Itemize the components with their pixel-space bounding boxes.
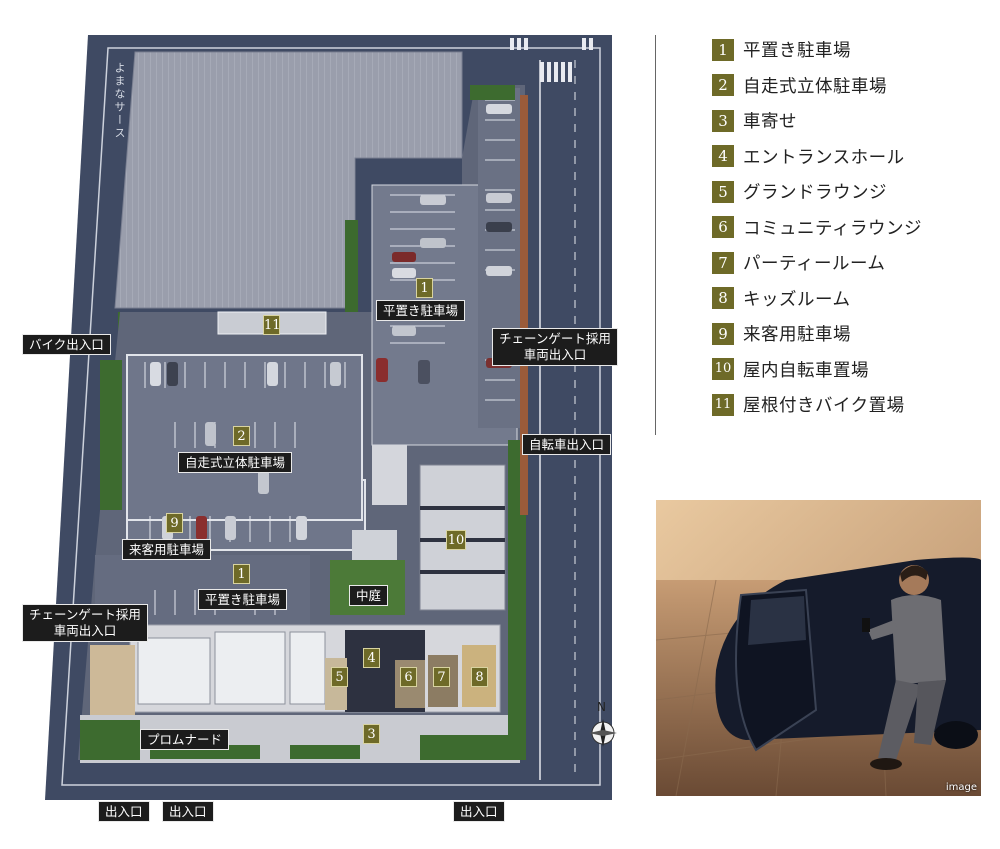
label-entrance-1: 出入口 <box>98 801 150 822</box>
legend-number: 7 <box>712 251 734 274</box>
map-marker-11: 11 <box>263 315 281 335</box>
map-marker-6: 6 <box>400 667 417 687</box>
legend-text: 屋根付きバイク置場 <box>743 396 905 417</box>
photo-illustration <box>656 500 981 796</box>
courtyard-pavilion <box>352 530 397 560</box>
legend-number: 6 <box>712 216 734 239</box>
legend-number: 10 <box>712 358 734 381</box>
promenade-greenery <box>80 85 520 760</box>
legend-number: 3 <box>712 109 734 132</box>
neighbor-building-roof <box>114 51 463 309</box>
legend-item-9: 9 来客用駐車場 <box>712 316 922 352</box>
neighbor-building-edge <box>345 220 358 312</box>
legend-text: コミュニティラウンジ <box>743 218 922 239</box>
legend-text: 自走式立体駐車場 <box>743 76 887 97</box>
map-marker-1-south: 1 <box>233 564 250 584</box>
legend-item-6: 6 コミュニティラウンジ <box>712 210 922 246</box>
legend-item-1: 1 平置き駐車場 <box>712 32 922 68</box>
map-marker-3: 3 <box>363 724 380 744</box>
legend-text: 平置き駐車場 <box>743 41 851 62</box>
east-hedge <box>508 440 526 760</box>
label-promenade: プロムナード <box>140 729 230 750</box>
legend-text: キッズルーム <box>743 289 851 310</box>
site-map <box>45 35 617 800</box>
map-marker-4: 4 <box>363 648 380 668</box>
map-marker-1-north: 1 <box>416 278 433 298</box>
person <box>862 565 946 770</box>
sidewalk-outline <box>61 47 601 786</box>
east-wall <box>520 95 528 515</box>
facility-legend: 1 平置き駐車場 2 自走式立体駐車場 3 車寄せ 4 エントランスホール 5 グランドラ… <box>712 32 922 423</box>
legend-item-4: 4 エントランスホール <box>712 139 922 175</box>
east-parking-strip <box>478 88 520 428</box>
car-window <box>748 596 806 645</box>
legend-number: 4 <box>712 145 734 168</box>
legend-item-5: 5 グランドラウンジ <box>712 174 922 210</box>
lifestyle-photo: image <box>656 500 981 796</box>
small-building <box>372 445 407 505</box>
map-marker-9: 9 <box>166 513 183 533</box>
legend-text: グランドラウンジ <box>743 183 887 204</box>
label-bike-entrance: バイク出入口 <box>22 334 111 355</box>
legend-text: 来客用駐車場 <box>743 325 851 346</box>
map-marker-10: 10 <box>446 530 466 550</box>
map-marker-7: 7 <box>433 667 450 687</box>
street-name-label: よまなサース <box>113 62 126 140</box>
legend-number: 8 <box>712 287 734 310</box>
map-marker-2: 2 <box>233 426 250 446</box>
legend-item-10: 10 屋内自転車置場 <box>712 352 922 388</box>
west-hedge <box>100 360 122 510</box>
parked-cars-structure <box>150 362 341 540</box>
crosswalk <box>510 38 593 82</box>
label-flat-parking-south: 平置き駐車場 <box>198 589 288 610</box>
label-entrance-3: 出入口 <box>453 801 505 822</box>
legend-number: 9 <box>712 322 734 345</box>
label-courtyard: 中庭 <box>349 585 389 606</box>
car-wheel <box>934 721 978 749</box>
photo-caption: image <box>945 782 977 793</box>
label-self-parking: 自走式立体駐車場 <box>178 452 293 473</box>
legend-item-8: 8 キッズルーム <box>712 281 922 317</box>
label-bicycle-entrance: 自転車出入口 <box>522 434 612 455</box>
legend-item-7: 7 パーティールーム <box>712 245 922 281</box>
legend-item-3: 3 車寄せ <box>712 103 922 139</box>
legend-item-11: 11 屋根付きバイク置場 <box>712 387 922 423</box>
legend-text: 車寄せ <box>743 112 797 133</box>
legend-item-2: 2 自走式立体駐車場 <box>712 68 922 104</box>
map-marker-8: 8 <box>471 667 488 687</box>
label-visitor-parking: 来客用駐車場 <box>122 539 212 560</box>
compass-rose <box>589 719 617 747</box>
legend-number: 5 <box>712 180 734 203</box>
legend-text: エントランスホール <box>743 147 905 168</box>
legend-text: 屋内自転車置場 <box>743 360 869 381</box>
legend-text: パーティールーム <box>743 254 886 275</box>
compass-letter: N <box>597 700 606 714</box>
building-room-blocks <box>137 631 326 705</box>
legend-number: 1 <box>712 38 734 61</box>
label-flat-parking-north: 平置き駐車場 <box>376 300 466 321</box>
parked-cars-north <box>376 104 512 384</box>
legend-number: 2 <box>712 74 734 97</box>
west-wing <box>90 645 135 725</box>
label-chain-gate-west: チェーンゲート採用 車両出入口 <box>22 604 148 642</box>
legend-number: 11 <box>712 393 734 416</box>
legend-divider <box>655 35 656 435</box>
map-marker-5: 5 <box>331 667 348 687</box>
label-entrance-2: 出入口 <box>162 801 214 822</box>
label-chain-gate-east: チェーンゲート採用 車両出入口 <box>492 328 618 366</box>
